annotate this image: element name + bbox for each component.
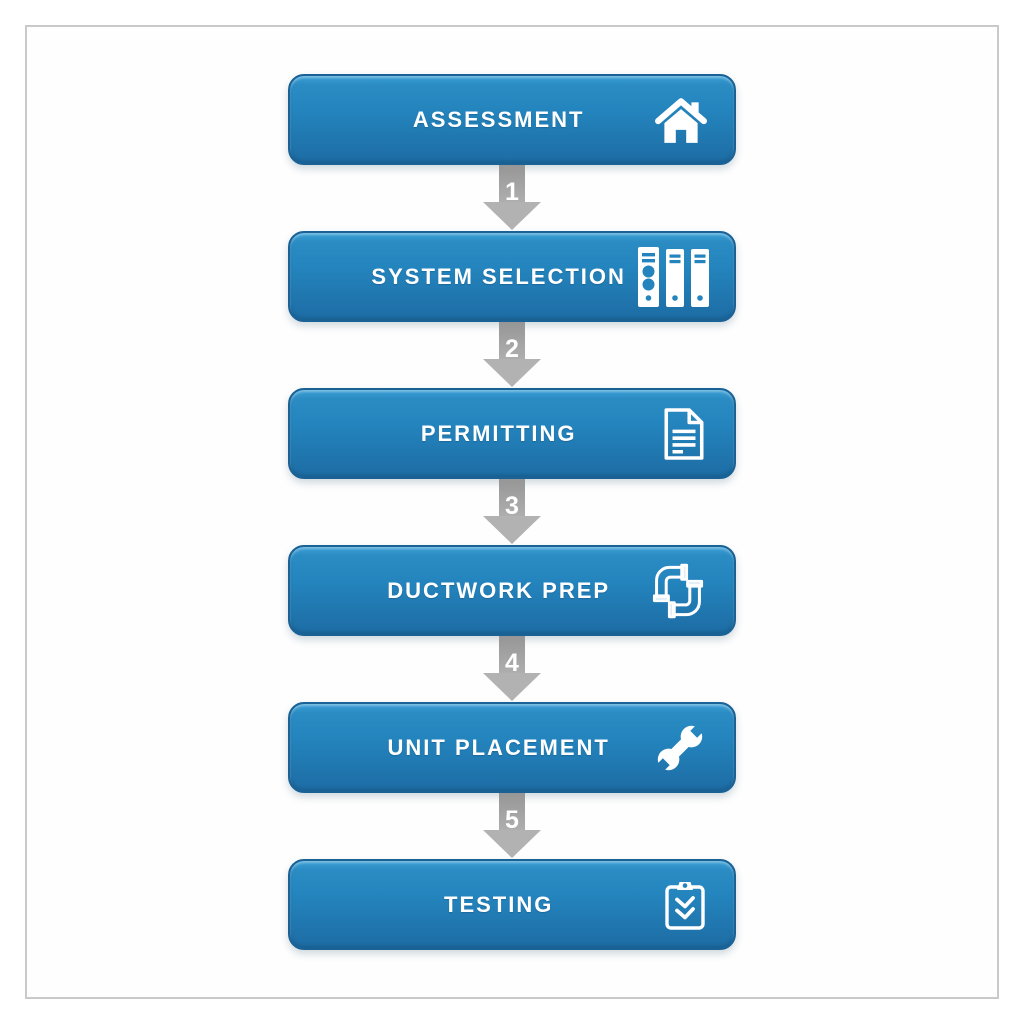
arrow-down-icon — [483, 516, 541, 544]
step-unit-placement-label: UNIT PLACEMENT — [387, 734, 610, 760]
step-unit-placement: UNIT PLACEMENT — [288, 702, 736, 793]
connector-number: 4 — [505, 649, 519, 677]
arrow-shaft — [499, 479, 525, 516]
flow-arrow-4: 4 — [288, 636, 736, 702]
step-assessment-label: ASSESSMENT — [412, 106, 585, 132]
connector-number: 2 — [505, 335, 519, 363]
connector-number: 5 — [505, 806, 519, 834]
arrow-down-icon — [483, 359, 541, 387]
step-system-selection: SYSTEM SELECTION — [288, 231, 736, 322]
step-permitting-label: PERMITTING — [420, 420, 577, 446]
arrow-down-icon — [483, 202, 541, 230]
arrow-shaft — [499, 165, 525, 202]
step-permitting: PERMITTING — [288, 388, 736, 479]
document-icon — [660, 406, 708, 462]
flowchart: ASSESSMENT 1 SYSTEM SELECTION — [288, 74, 736, 950]
flow-arrow-3: 3 — [288, 479, 736, 545]
arrow-shaft — [499, 793, 525, 830]
wrench-icon — [652, 719, 708, 776]
home-icon — [654, 95, 708, 145]
step-system-selection-label: SYSTEM SELECTION — [371, 263, 626, 289]
flow-arrow-1: 1 — [288, 165, 736, 231]
arrow-shaft — [499, 636, 525, 673]
arrow-down-icon — [483, 673, 541, 701]
step-assessment: ASSESSMENT — [288, 74, 736, 165]
step-ductwork-prep: DUCTWORK PREP — [288, 545, 736, 636]
connector-number: 3 — [505, 492, 519, 520]
step-testing-label: TESTING — [444, 891, 554, 917]
clipboard-check-icon — [662, 878, 708, 932]
step-testing: TESTING — [288, 859, 736, 950]
arrow-shaft — [499, 322, 525, 359]
connector-number: 1 — [505, 178, 519, 206]
arrow-down-icon — [483, 830, 541, 858]
pipes-icon — [648, 561, 708, 621]
flow-arrow-5: 5 — [288, 793, 736, 859]
binders-icon — [636, 246, 716, 308]
step-ductwork-prep-label: DUCTWORK PREP — [387, 577, 611, 603]
flow-arrow-2: 2 — [288, 322, 736, 388]
